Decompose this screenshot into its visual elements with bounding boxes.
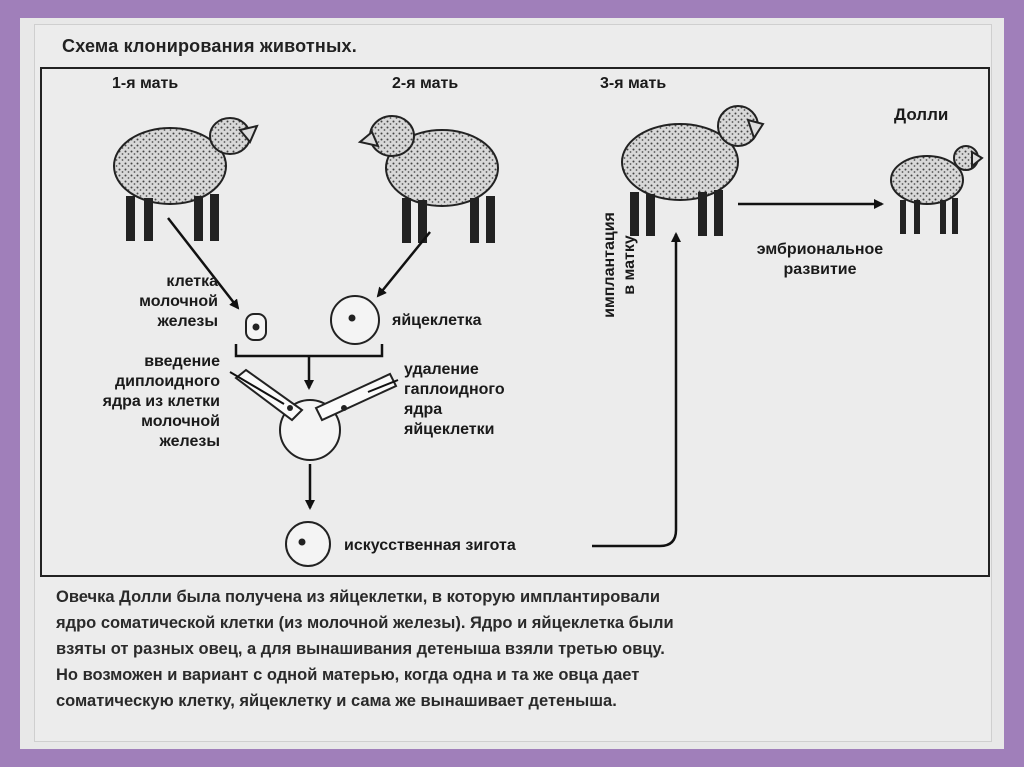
mother2-label: 2-я мать — [392, 74, 458, 94]
cell-icon — [246, 314, 266, 340]
mammary-cell-label: клетка молочной железы — [96, 272, 218, 332]
dolly-label: Долли — [894, 105, 948, 125]
caption-text: Овечка Долли была получена из яйцеклетки… — [56, 584, 976, 714]
sheep-icon — [114, 118, 257, 241]
embryo-label: эмбриональное развитие — [720, 240, 920, 280]
egg-cell-icon — [331, 296, 379, 344]
implantation-label: имплантация в матку — [600, 185, 640, 345]
sheep-icon — [622, 106, 763, 236]
egg-cell-label: яйцеклетка — [392, 311, 482, 331]
sheep-icon — [360, 116, 498, 243]
zygote-label: искусственная зигота — [344, 536, 516, 556]
pipette-icon — [236, 370, 396, 460]
zygote-icon — [286, 522, 330, 566]
mother1-label: 1-я мать — [112, 74, 178, 94]
insertion-label: введение диплоидного ядра из клетки моло… — [50, 352, 220, 452]
sheep-icon — [891, 146, 982, 234]
mother3-label: 3-я мать — [600, 74, 666, 94]
removal-label: удаление гаплоидного ядра яйцеклетки — [404, 360, 505, 440]
